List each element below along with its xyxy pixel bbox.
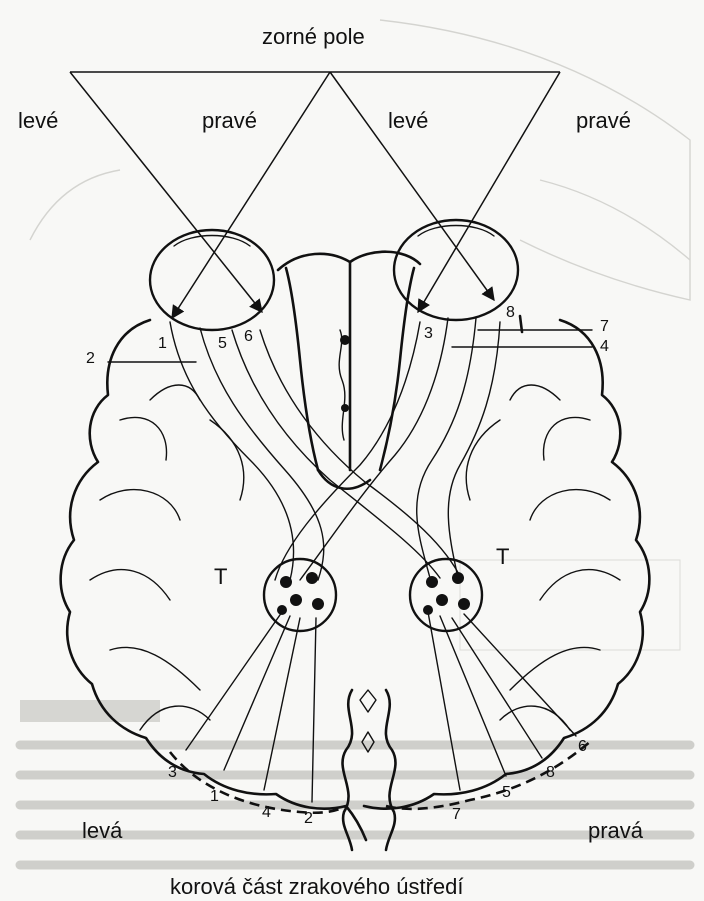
field-left-label-1: levé bbox=[18, 108, 58, 134]
pathway-number-1: 1 bbox=[158, 335, 167, 353]
field-right-label-1: pravé bbox=[202, 108, 257, 134]
cortical-center-label: korová část zrakového ústředí bbox=[170, 874, 463, 900]
right-hemisphere-label: pravá bbox=[588, 818, 643, 844]
pathway-number-6: 6 bbox=[244, 328, 253, 346]
pathway-number-8: 8 bbox=[506, 304, 515, 322]
pathway-number-3: 3 bbox=[424, 325, 433, 343]
light-rays bbox=[70, 72, 560, 318]
pathway-number-5: 5 bbox=[218, 335, 227, 353]
left-eye bbox=[150, 230, 274, 330]
cortex-number-6: 6 bbox=[578, 738, 587, 756]
cortex-number-4: 4 bbox=[262, 804, 271, 822]
cortex-number-2: 2 bbox=[304, 810, 313, 828]
geniculate-right bbox=[410, 559, 482, 631]
field-left-label-2: levé bbox=[388, 108, 428, 134]
cortex-number-3: 3 bbox=[168, 764, 177, 782]
visual-field-label: zorné pole bbox=[262, 24, 365, 50]
cortex-number-1: 1 bbox=[210, 788, 219, 806]
cortex-number-8: 8 bbox=[546, 764, 555, 782]
pathway-number-4: 4 bbox=[600, 338, 609, 356]
pathway-number-7: 7 bbox=[600, 318, 609, 336]
cortex-number-7: 7 bbox=[452, 806, 461, 824]
field-right-label-2: pravé bbox=[576, 108, 631, 134]
cortex-number-5: 5 bbox=[502, 784, 511, 802]
background-show-through bbox=[20, 20, 690, 865]
thalamus-right-label: T bbox=[496, 544, 509, 570]
pathway-number-2: 2 bbox=[86, 350, 95, 368]
brain-outline bbox=[61, 252, 650, 850]
thalamus-left-label: T bbox=[214, 564, 227, 590]
left-hemisphere-label: levá bbox=[82, 818, 122, 844]
